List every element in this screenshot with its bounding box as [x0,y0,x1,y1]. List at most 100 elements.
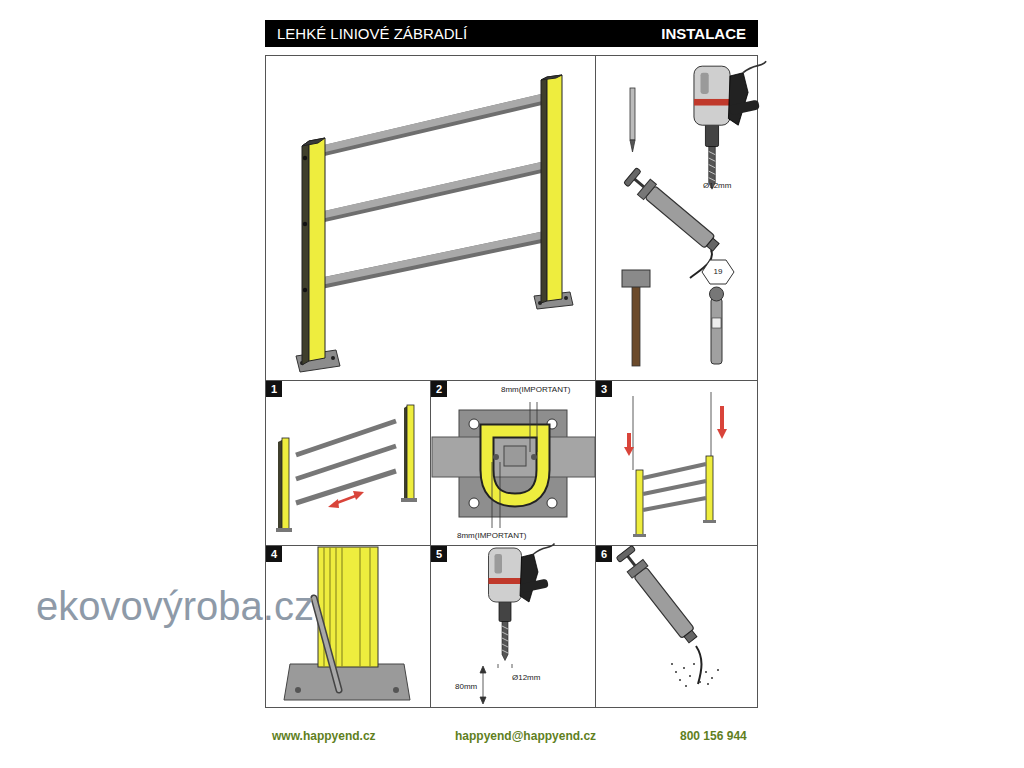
granules-part [683,667,685,669]
header-section: INSTALACE [661,25,746,42]
post-closeup-part-part [369,547,370,667]
granules-part [679,679,681,681]
railing-post-part [302,138,325,146]
pencil-icon-part [630,88,635,140]
railing-placement-part [706,456,713,522]
base-plate-detail-part-part [492,462,493,528]
drill-depth-dimension [480,664,512,704]
railing-placement [624,392,727,537]
railing-parts-part [296,471,396,503]
granules-part [699,681,701,683]
base-plate-detail [432,402,595,528]
wrench-size: 19 [714,268,723,277]
railing-parts-part [401,498,417,502]
watermark: ekovovýroba.cz [36,584,314,628]
ratchet-icon [702,260,734,364]
railing-post-part [541,77,547,303]
base-plate-detail-part [487,431,543,500]
drill-diameter: Ø12mm [703,182,731,191]
post-closeup-part [314,598,339,690]
railing-placement-part [711,392,712,456]
ratchet-icon-part [711,298,722,364]
railing-parts-part [328,499,339,508]
header-title: LEHKÉ LINIOVÉ ZÁBRADLÍ [277,25,467,42]
railing-post-part [564,296,568,300]
base-plate-detail-part [492,402,537,528]
railing-placement-part [703,520,716,523]
granules-part [705,671,707,673]
granules [671,663,719,687]
base-plate-detail-part [469,419,479,429]
ratchet-icon-part [710,287,724,301]
drill-depth-dimension-part [498,664,499,668]
post-closeup-part [393,687,399,693]
step-number: 5 [431,546,447,562]
base-plate-detail-part-part [530,402,531,452]
railing-placement-part [643,498,706,510]
installation-illustration-part [694,61,766,189]
railing-placement-part [720,406,724,430]
railing-rails-part [318,164,548,216]
granules-part [711,677,713,679]
granules-part [693,663,695,665]
base-plate-detail-part [487,431,543,500]
pencil-icon-part [630,140,635,152]
railing-post-part [331,356,335,360]
railing-parts-part [353,491,364,500]
ratchet-icon-part [702,260,734,284]
granules-part [717,669,719,671]
base-plate-detail-part-part [500,462,501,528]
base-plate-detail-part [493,454,499,460]
grease-gun-icon-part [616,545,701,646]
railing-post-part [303,156,307,160]
railing-placement-part [643,481,706,494]
granules-part [689,675,691,677]
railing-placement-part [633,396,634,470]
grease-gun-icon-part [696,646,702,684]
hammer-icon-part [622,270,650,287]
granules-part [707,683,709,685]
step-number: 1 [266,381,282,397]
railing-post-part [547,75,562,301]
railing-post-part [309,138,325,361]
railing-parts [276,405,417,532]
panel-frame-part [265,545,758,546]
railing-parts-part [282,438,289,530]
railing-placement-part [636,470,643,536]
post-closeup-part-part [341,547,342,667]
railing-rails-part [318,96,548,150]
header-band: LEHKÉ LINIOVÉ ZÁBRADLÍ INSTALACE [265,20,758,47]
railing-placement-part [633,534,646,537]
dimension-label: 8mm(IMPORTANT) [500,386,571,395]
drill-depth-dimension-part [480,666,486,673]
railing-post-part [541,75,562,80]
drill-depth-dimension-part [480,697,486,704]
step-number: 6 [596,546,612,562]
footer-web: www.happyend.cz [272,730,376,743]
post-closeup-part [284,664,410,700]
railing-post-part [303,288,307,292]
footer-phone: 800 156 944 [680,730,747,743]
railing-parts-part [407,405,414,500]
railing-post [296,138,340,372]
railing-rails-part [318,234,548,282]
ratchet-icon-part [712,318,721,328]
base-plate-detail-part [547,498,557,508]
railing-placement-part [627,433,631,448]
panel-frame-part [266,56,758,708]
hammer-icon-part [632,286,640,366]
grease-gun-icon [616,545,701,684]
drill-diameter: Ø12mm [512,674,540,683]
post-closeup-part-part [335,547,336,667]
railing-placement-part [643,464,706,478]
base-plate-detail-part [432,437,595,477]
installation-illustration-part [489,544,555,661]
dimension-label: 8mm(IMPORTANT) [456,532,527,541]
post-closeup-part [295,687,301,693]
panel-frame [265,55,758,708]
railing-rails [318,96,548,284]
railing-placement-part [624,447,634,456]
granules-part [675,671,677,673]
